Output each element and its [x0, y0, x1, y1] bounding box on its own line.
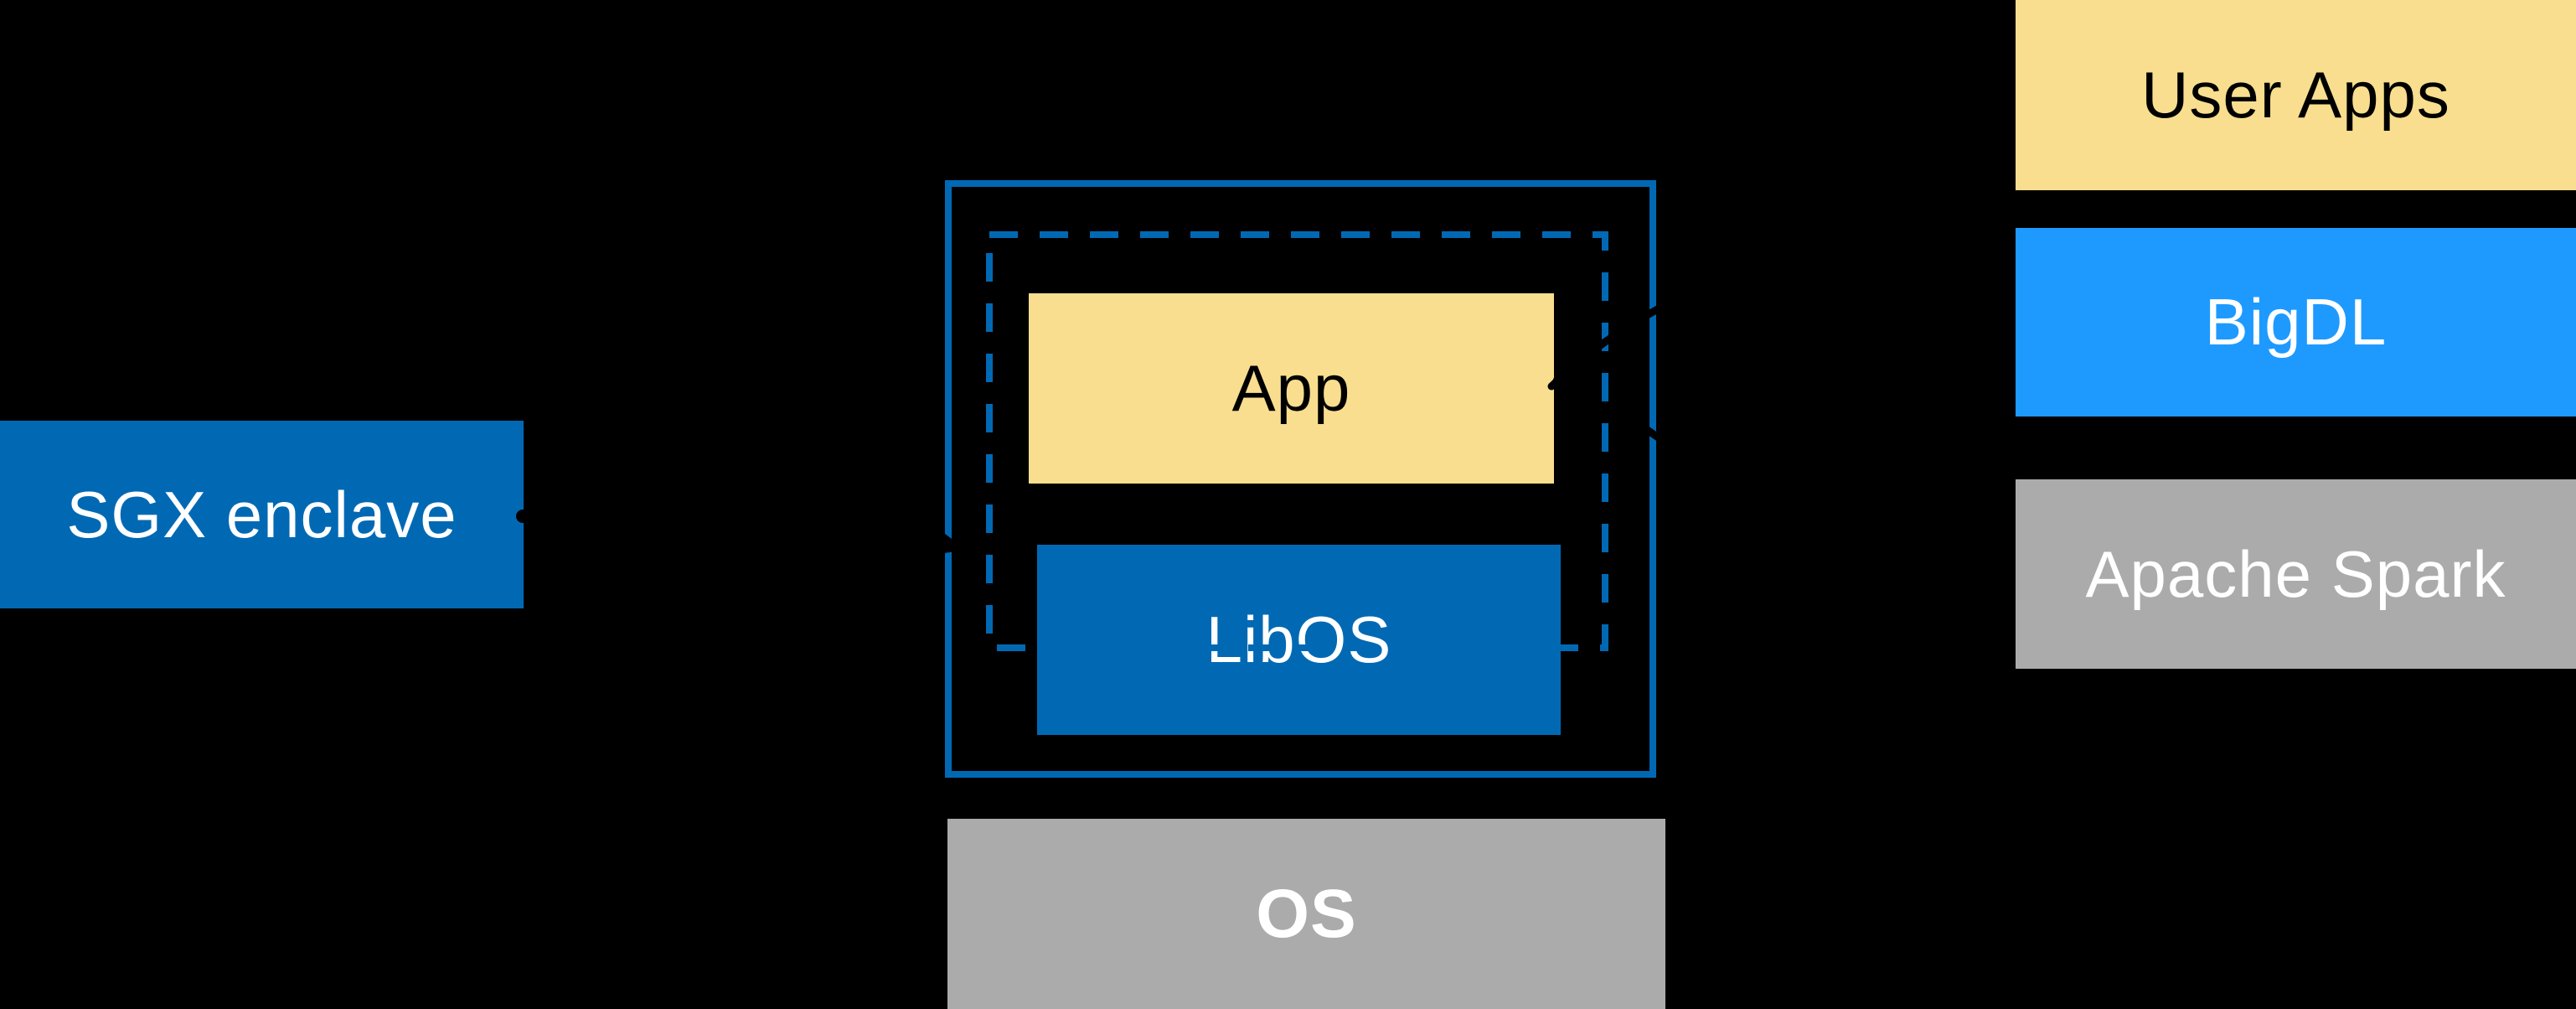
apache-spark-box: Apache Spark	[2016, 479, 2576, 669]
apache-spark-label: Apache Spark	[2085, 536, 2506, 611]
app-box: App	[1029, 293, 1554, 484]
bigdl-box: BigDL	[2016, 228, 2576, 417]
sgx-enclave-label: SGX enclave	[66, 477, 457, 551]
user-apps-box: User Apps	[2016, 0, 2576, 190]
app-label: App	[1231, 351, 1351, 425]
user-apps-label: User Apps	[2141, 58, 2450, 132]
libos-label: LibOS	[1205, 603, 1392, 676]
sgx-enclave-box: SGX enclave	[0, 421, 524, 608]
os-box: OS	[947, 819, 1665, 1009]
arrow-right-to-app	[1547, 226, 1981, 391]
arrow-right-to-dashed-border	[1613, 401, 1973, 553]
bigdl-label: BigDL	[2204, 285, 2388, 359]
libos-box: LibOS	[1037, 545, 1561, 735]
arrow-sgx-to-enclave	[519, 507, 968, 555]
os-label: OS	[1256, 875, 1357, 952]
